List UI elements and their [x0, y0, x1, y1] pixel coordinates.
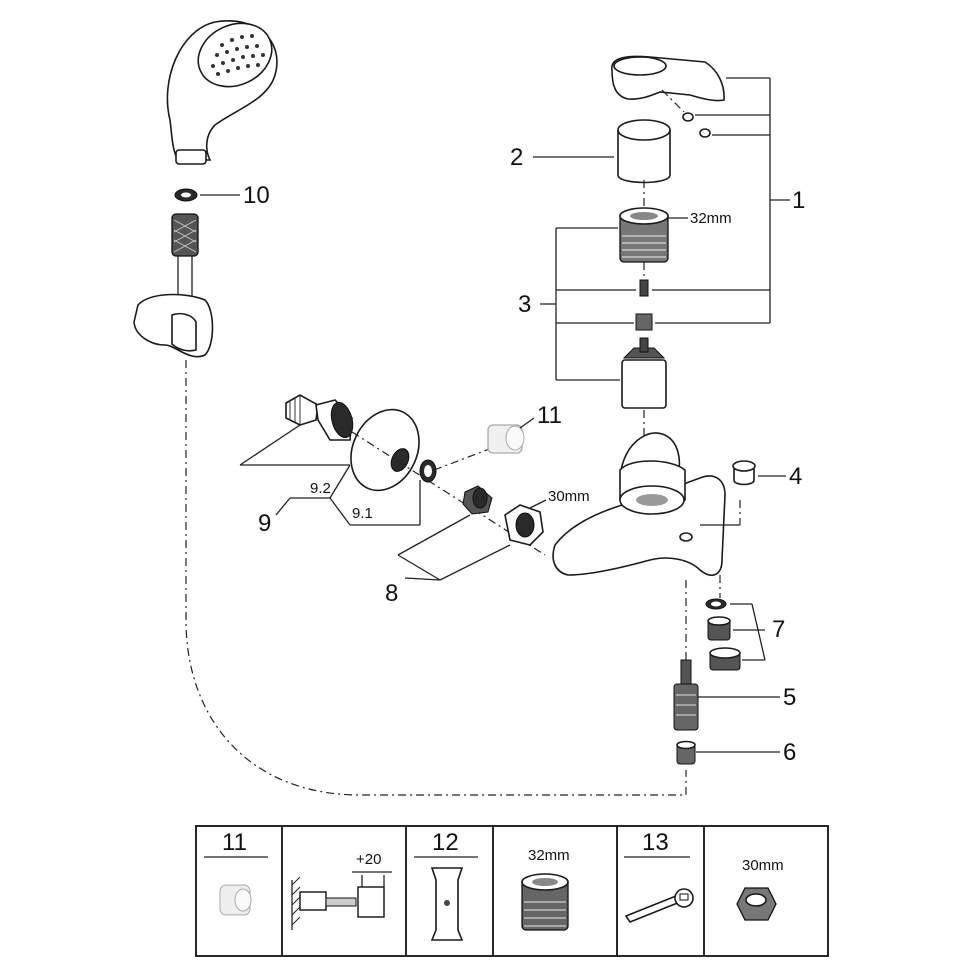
table-extension-icon [219, 884, 252, 916]
extension-11 [487, 424, 525, 454]
callout-2: 2 [510, 144, 523, 171]
table-num-12: 12 [432, 829, 459, 856]
table-tool-sleeve [430, 867, 464, 941]
callout-11: 11 [537, 402, 562, 429]
bracket-3 [540, 227, 636, 381]
callout-8: 8 [385, 580, 398, 607]
wall-holder [133, 293, 214, 358]
bracket-9 [239, 424, 421, 526]
dim-32mm: 32mm [690, 210, 732, 227]
hex-nut-30 [504, 504, 544, 546]
cap-plug [732, 460, 756, 486]
screw [639, 279, 649, 297]
washer-10 [174, 188, 198, 202]
callout-6: 6 [783, 739, 796, 766]
hand-shower [166, 20, 278, 165]
wrench-icon [624, 888, 694, 923]
threaded-nut-32 [619, 207, 669, 263]
nut-6 [676, 740, 696, 765]
callout-5: 5 [783, 684, 796, 711]
connector-8 [462, 485, 493, 515]
cover-sleeve [617, 119, 671, 184]
shower-hose [171, 213, 199, 300]
cartridge [621, 337, 667, 409]
callout-1: 1 [792, 187, 805, 214]
mixer-body [552, 432, 740, 576]
table-ext-dim: +20 [356, 851, 381, 868]
callout-7: 7 [772, 616, 785, 643]
callout-9: 9 [258, 510, 271, 537]
table-nut-32-icon [521, 873, 569, 931]
table-dim-30mm: 30mm [742, 857, 784, 874]
label-9-2: 9.2 [310, 480, 331, 497]
washer-9-1 [419, 459, 437, 483]
table-num-11: 11 [222, 829, 247, 856]
rosette [350, 408, 420, 492]
callout-3: 3 [518, 291, 531, 318]
table-hex-nut-icon [736, 887, 777, 921]
table-install-diagram [291, 871, 392, 930]
label-9-1: 9.1 [352, 505, 373, 522]
callout-4: 4 [789, 463, 802, 490]
bracket-7 [730, 603, 766, 661]
bracket-8 [397, 514, 511, 581]
spline-adapter [635, 313, 653, 331]
table-num-13: 13 [642, 829, 669, 856]
aerator-parts [705, 598, 741, 671]
table-dim-32mm: 32mm [528, 847, 570, 864]
accessory-table [195, 825, 829, 957]
s-union [285, 394, 354, 441]
callout-10: 10 [243, 182, 270, 209]
hose-route-line [185, 360, 687, 796]
diverter [673, 659, 699, 731]
bracket-1 [652, 77, 790, 324]
lever-handle [611, 55, 725, 138]
dim-30mm: 30mm [548, 488, 590, 505]
